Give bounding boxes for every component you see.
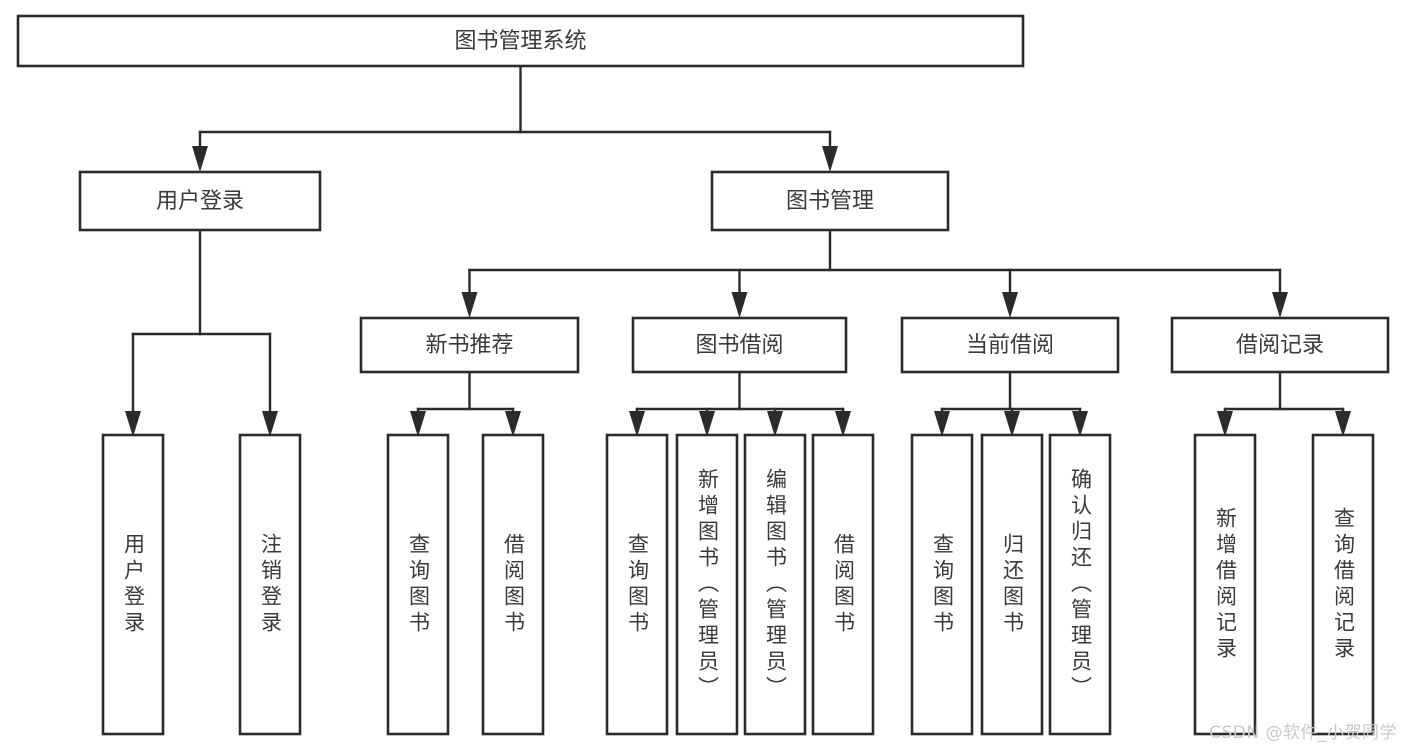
arrow-head-icon [934,411,950,437]
node-root-box[interactable] [16,14,1025,68]
node-leaf-box-11[interactable] [1193,433,1257,736]
node-leaf-box-0[interactable] [101,433,165,736]
arrow-head-icon [1217,411,1233,437]
arrow-head-icon [1002,292,1018,318]
node-root-label: 图书管理系统 [454,29,586,54]
node-leaf-box-10[interactable] [1048,433,1112,736]
node-leaf-box-6[interactable] [743,433,807,736]
node-leaf-box-5[interactable] [675,433,739,736]
arrow-head-icon [699,411,715,437]
node-level2-label-3: 借阅记录 [1236,333,1324,358]
node-level2-box-1[interactable] [631,316,848,374]
arrow-head-icon [1072,411,1088,437]
arrow-head-icon [731,292,748,318]
arrow-head-icon [410,411,426,437]
arrow-head-icon [1004,411,1020,437]
node-level1-label-0: 用户登录 [156,189,244,214]
node-level2-label-0: 新书推荐 [425,333,513,358]
node-level1-box-1[interactable] [710,170,950,232]
node-level2-box-2[interactable] [900,316,1120,374]
node-leaf-box-12[interactable] [1311,433,1375,736]
node-leaf-box-4[interactable] [605,433,669,736]
node-level2-label-2: 当前借阅 [966,333,1054,358]
arrow-head-icon [262,411,278,437]
csdn-watermark: CSDN @软件_小贺同学 [1209,723,1397,743]
arrow-head-icon [835,411,851,437]
boxes-layer [16,14,1390,736]
node-level2-box-3[interactable] [1170,316,1390,374]
node-leaf-box-8[interactable] [910,433,974,736]
arrow-head-icon [505,411,521,437]
node-leaf-box-3[interactable] [481,433,545,736]
arrow-head-icon [125,411,141,437]
arrow-head-icon [1335,411,1351,437]
node-level2-label-1: 图书借阅 [695,333,783,358]
arrow-head-icon [192,146,208,172]
arrow-head-icon [767,411,783,437]
node-leaf-box-1[interactable] [238,433,302,736]
arrow-head-icon [822,146,838,172]
arrow-head-icon [1272,292,1288,318]
arrow-head-icon [629,411,645,437]
node-level2-box-0[interactable] [359,316,580,374]
node-level1-label-1: 图书管理 [786,189,874,214]
node-leaf-box-7[interactable] [811,433,875,736]
node-leaf-box-2[interactable] [386,433,450,736]
arrow-head-icon [461,292,478,318]
connectors-layer [125,64,1351,437]
node-level1-box-0[interactable] [78,170,322,232]
node-leaf-box-9[interactable] [980,433,1044,736]
